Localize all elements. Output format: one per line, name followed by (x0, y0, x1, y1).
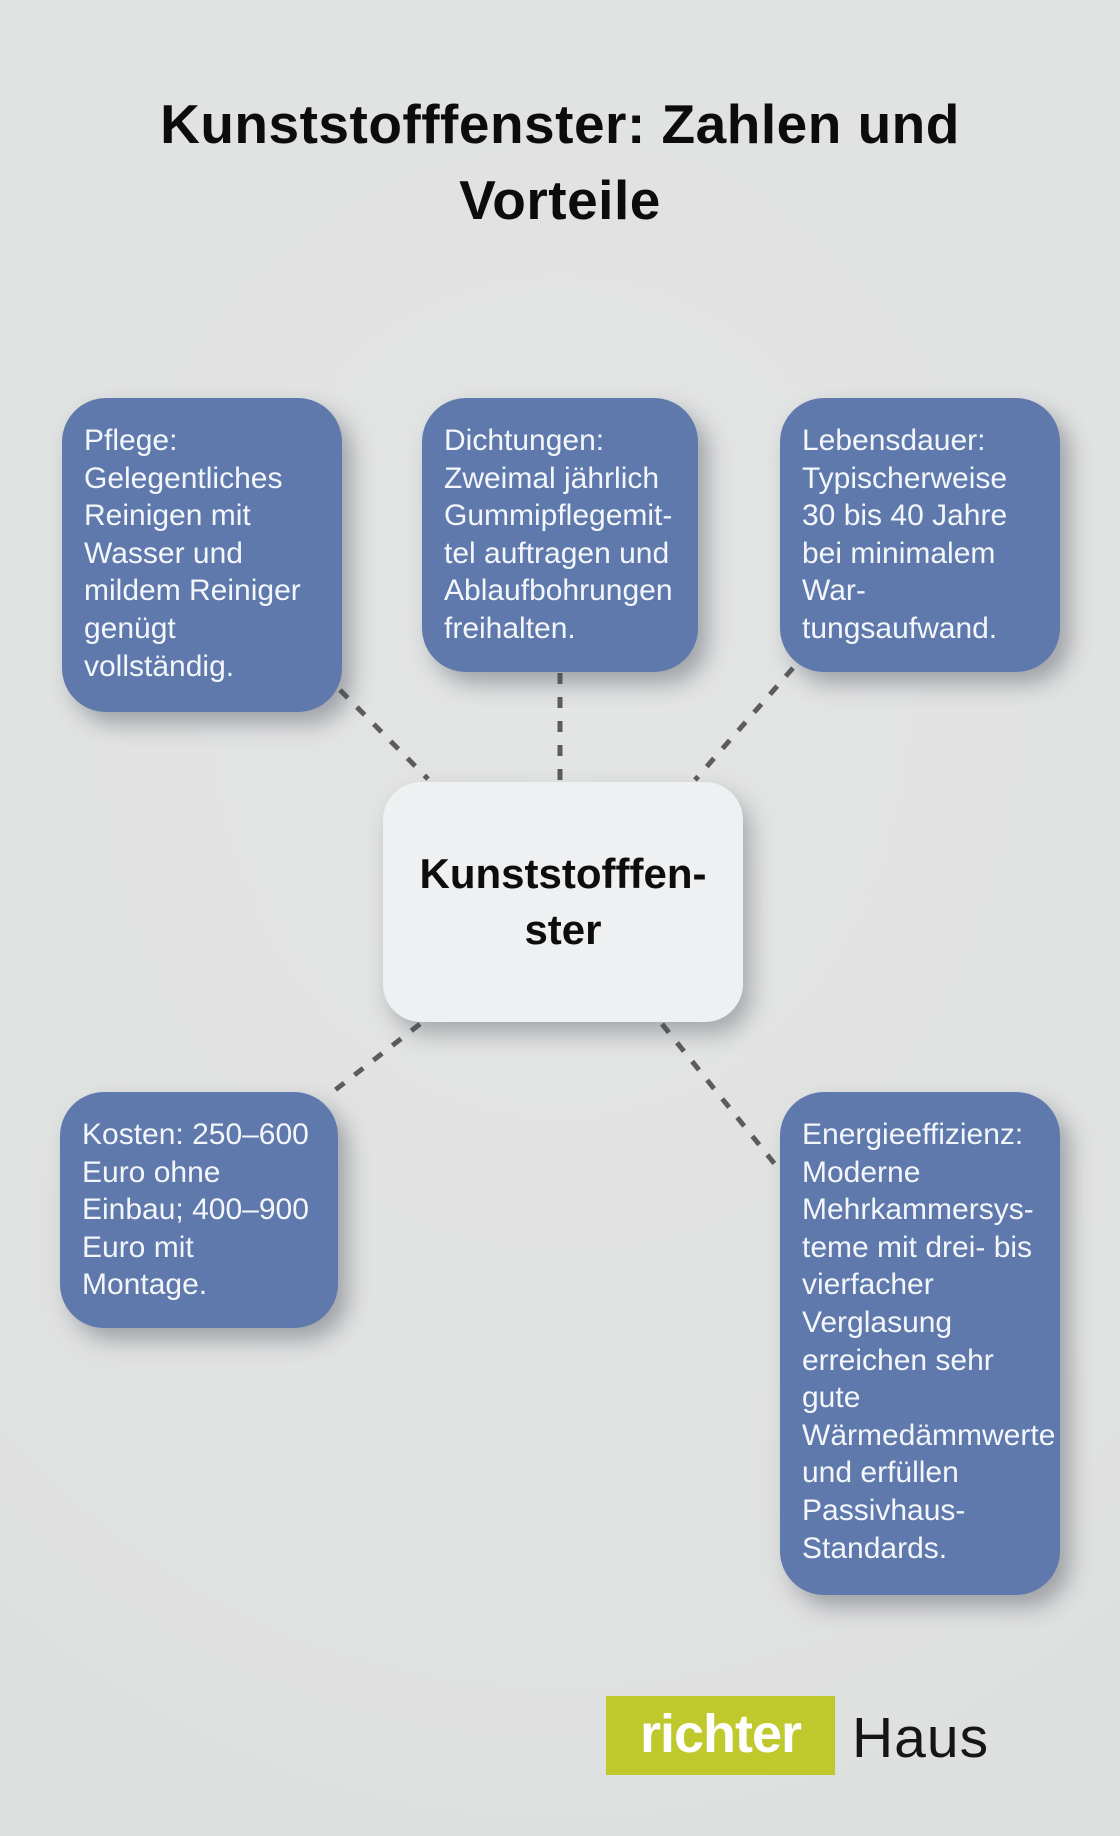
node-lebensdauer: Lebensdauer: Typischerweise 30 bis 40 Ja… (780, 398, 1060, 672)
node-kosten: Kosten: 250–600 Euro ohne Einbau; 400–90… (60, 1092, 338, 1328)
node-energieeffizienz: Energieeffizienz: Moderne Mehrkammersys-… (780, 1092, 1060, 1595)
connector-pflege-center (338, 688, 430, 781)
node-kosten-text: Kosten: 250–600 Euro ohne Einbau; 400–90… (82, 1118, 309, 1302)
logo-mark: richter (606, 1696, 835, 1775)
connector-center-energie (660, 1022, 780, 1170)
node-pflege-text: Pflege: Gelegentliches Reinigen mit Wass… (84, 424, 301, 683)
center-node: Kunststofffen- ster (383, 782, 743, 1022)
page-title: Kunststofffenster: Zahlen und Vorteile (160, 93, 960, 231)
logo: richter Haus (606, 1696, 989, 1775)
connector-center-kosten (328, 1022, 422, 1096)
node-energieeffizienz-text: Energieeffizienz: Moderne Mehrkammersys-… (802, 1118, 1056, 1565)
node-dichtungen: Dichtungen: Zweimal jährlich Gummipflege… (422, 398, 698, 672)
connector-lebensdauer-center (693, 666, 795, 782)
center-node-label: Kunststofffen- ster (419, 850, 707, 953)
node-lebensdauer-text: Lebensdauer: Typischerweise 30 bis 40 Ja… (802, 424, 1008, 645)
logo-text-secondary: Haus (852, 1705, 990, 1770)
logo-text-primary: richter (639, 1703, 802, 1764)
node-dichtungen-text: Dichtungen: Zweimal jährlich Gummipflege… (444, 424, 673, 645)
node-pflege: Pflege: Gelegentliches Reinigen mit Wass… (62, 398, 342, 712)
